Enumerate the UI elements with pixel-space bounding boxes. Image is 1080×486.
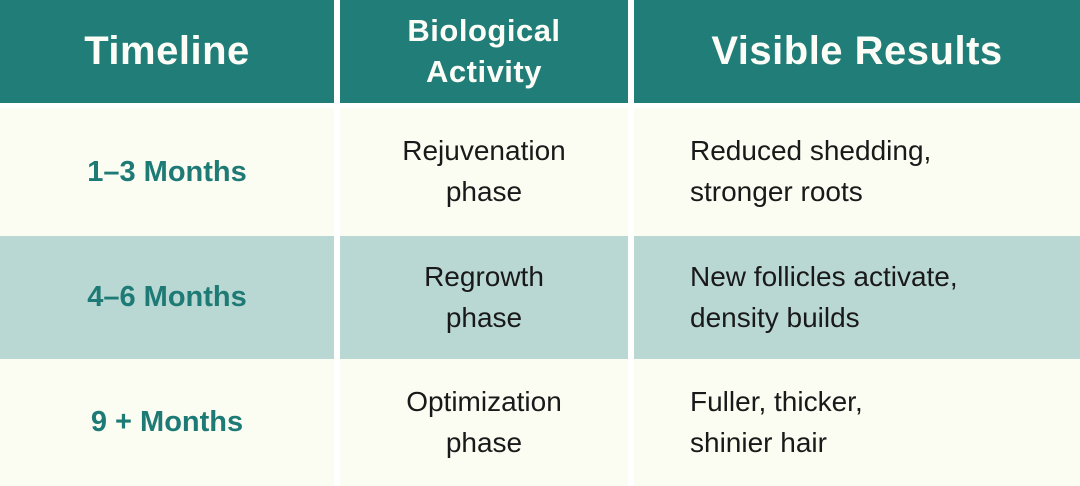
column-header-biological-activity: Biological Activity (340, 0, 628, 108)
row2-visible-results: New follicles activate, density builds (634, 236, 1080, 359)
row3-visible-results: Fuller, thicker, shinier hair (634, 359, 1080, 486)
row3-timeline: 9 + Months (0, 359, 334, 486)
row1-timeline: 1–3 Months (0, 108, 334, 236)
row1-visible-results: Reduced shedding, stronger roots (634, 108, 1080, 236)
column-header-visible-results: Visible Results (634, 0, 1080, 108)
row1-biological-activity: Rejuvenation phase (340, 108, 628, 236)
column-header-timeline: Timeline (0, 0, 334, 108)
row2-timeline: 4–6 Months (0, 236, 334, 359)
row3-biological-activity: Optimization phase (340, 359, 628, 486)
row2-biological-activity: Regrowth phase (340, 236, 628, 359)
